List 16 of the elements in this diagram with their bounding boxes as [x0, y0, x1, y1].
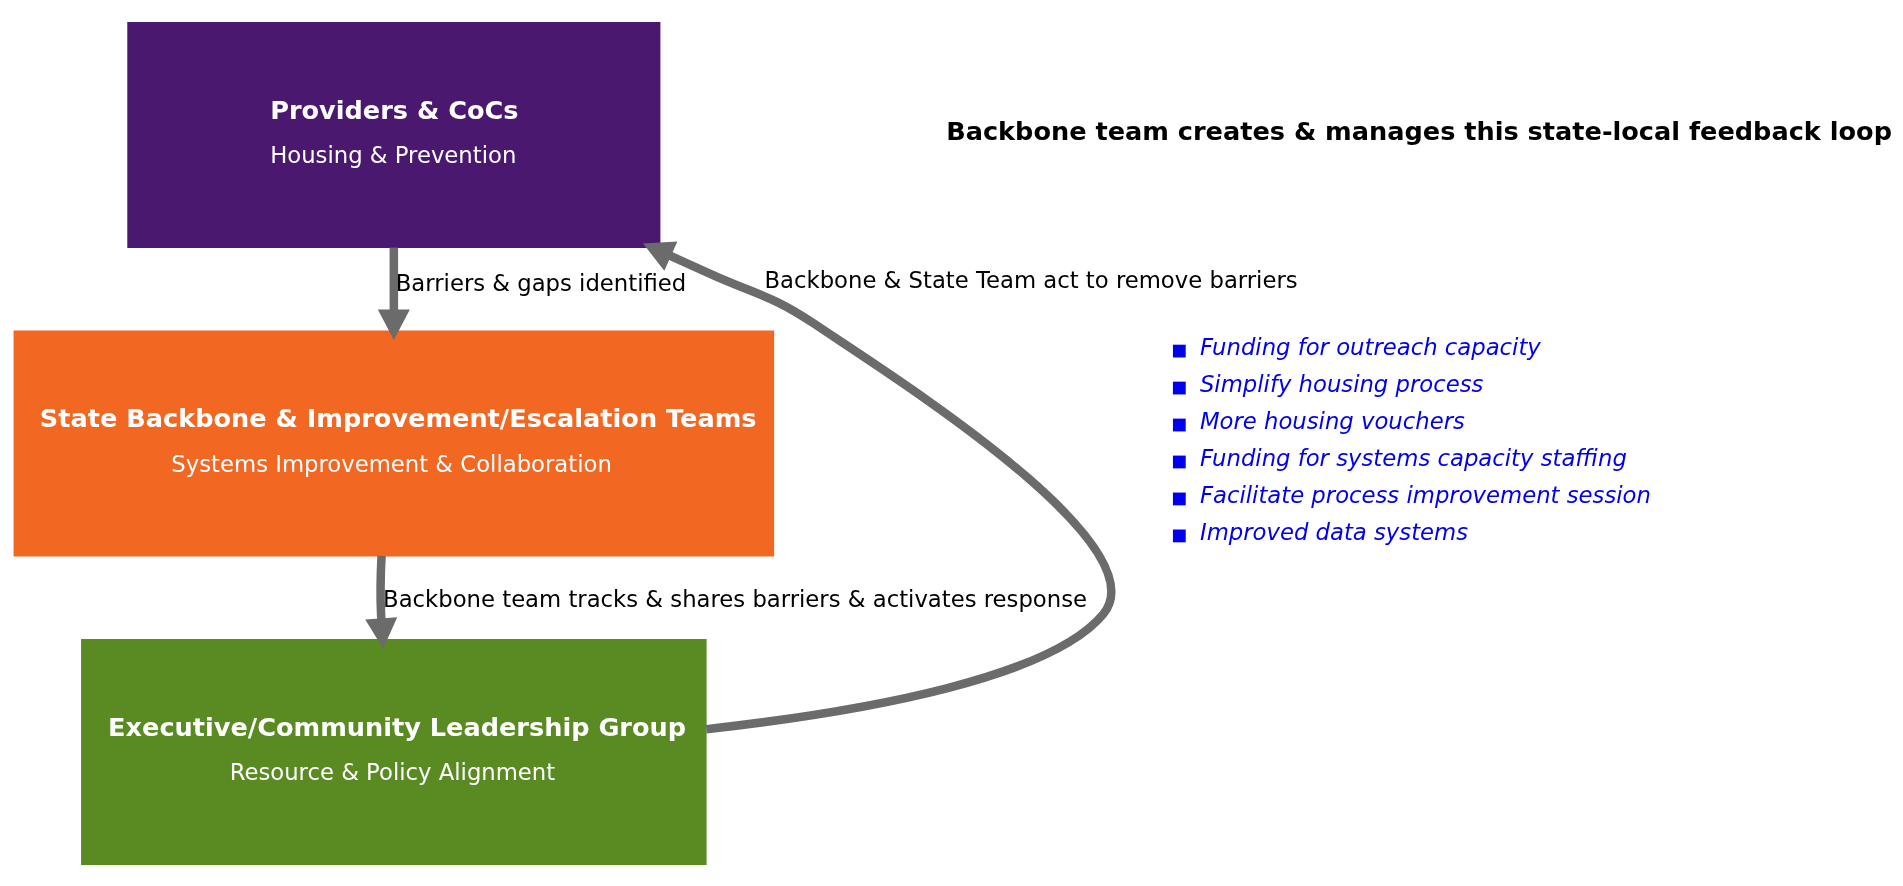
label: Simplify housing process	[1199, 370, 1484, 397]
arrow	[377, 247, 410, 340]
edge-label: Backbone team tracks & shares barriers & activates response	[383, 585, 1088, 612]
edge-label: Barriers & gaps identified	[395, 269, 687, 296]
node-box: Executive/Community Leadership Group Resource & Policy Alignment	[81, 638, 707, 865]
label: Improved data systems	[1199, 518, 1469, 545]
node-box: Providers & CoCs Housing & Prevention	[127, 21, 661, 248]
label: Facilitate process improvement session	[1199, 481, 1651, 508]
arrow	[365, 555, 398, 649]
label: Funding for systems capacity staffing	[1199, 444, 1627, 471]
arrow	[643, 240, 1115, 733]
edge-label: Backbone & State Team act to remove barriers	[764, 266, 1298, 293]
label: Funding for outreach capacity	[1199, 333, 1541, 360]
node-box: State Backbone & Improvement/Escalation Teams Systems Improvement & Collaboration	[13, 330, 775, 556]
label: Backbone team creates & manages this state-local feedback loop	[946, 115, 1892, 146]
label: More housing vouchers	[1199, 407, 1465, 434]
